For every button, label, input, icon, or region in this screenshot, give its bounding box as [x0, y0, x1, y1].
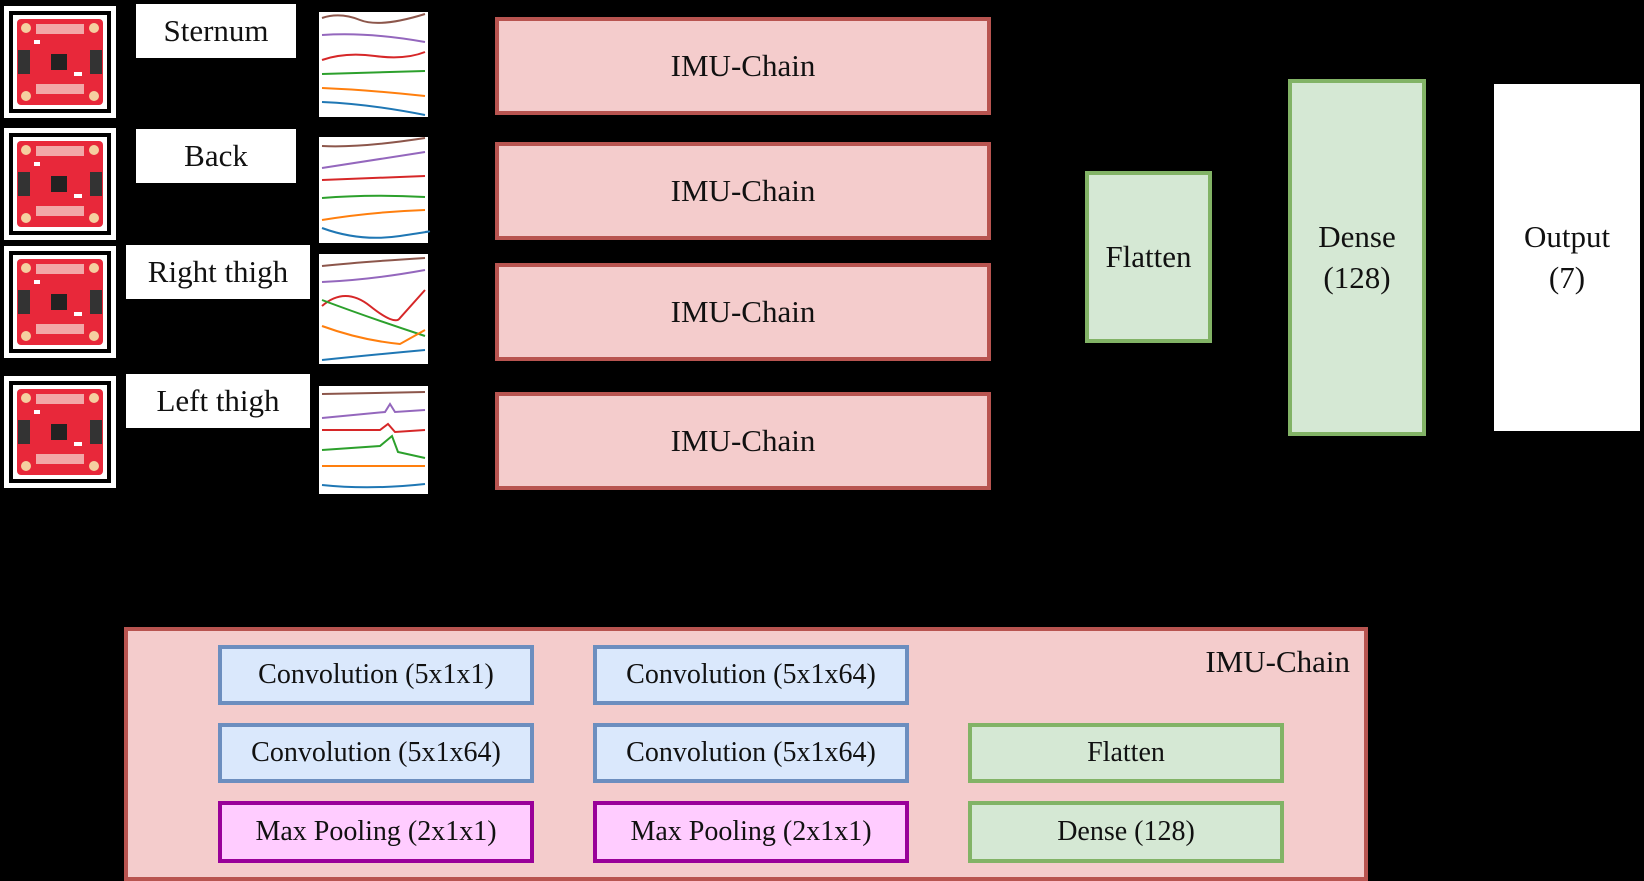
sensor-label-sternum: Sternum: [136, 4, 296, 58]
conv-block-2: Convolution (5x1x64): [218, 723, 534, 783]
imu-chain-box-3: IMU-Chain: [495, 263, 991, 361]
sensor-board-right-thigh: [4, 246, 116, 358]
imu-chain-box-4: IMU-Chain: [495, 392, 991, 490]
flatten-box: Flatten: [1085, 171, 1212, 343]
output-units: (7): [1548, 259, 1586, 295]
maxpool-block-1: Max Pooling (2x1x1): [218, 801, 534, 863]
dense-box: Dense (128): [1288, 79, 1426, 436]
flatten-block-detail: Flatten: [968, 723, 1284, 783]
sensor-label-right-thigh: Right thigh: [126, 245, 310, 299]
conv-block-4: Convolution (5x1x64): [593, 723, 909, 783]
signal-plot-sternum: [319, 12, 428, 117]
conv-block-3: Convolution (5x1x64): [593, 645, 909, 705]
dense-units: (128): [1323, 259, 1391, 295]
output-box: Output (7): [1494, 84, 1640, 431]
dense-label: Dense: [1318, 219, 1396, 255]
signal-plot-back: [319, 137, 431, 243]
imu-chain-box-2: IMU-Chain: [495, 142, 991, 240]
signal-plot-left-thigh: [319, 386, 428, 494]
sensor-label-left-thigh: Left thigh: [126, 374, 310, 428]
sensor-label-back: Back: [136, 129, 296, 183]
sensor-board-left-thigh: [4, 376, 116, 488]
maxpool-block-2: Max Pooling (2x1x1): [593, 801, 909, 863]
sensor-board-back: [4, 128, 116, 240]
conv-block-1: Convolution (5x1x1): [218, 645, 534, 705]
connector-lines: [116, 64, 130, 442]
signal-plot-right-thigh: [319, 254, 428, 364]
imu-chain-detail-title: IMU-Chain: [1205, 643, 1350, 679]
dense-block-detail: Dense (128): [968, 801, 1284, 863]
sensor-board-sternum: [4, 6, 116, 118]
imu-chain-box-1: IMU-Chain: [495, 17, 991, 115]
output-label: Output: [1523, 219, 1611, 255]
